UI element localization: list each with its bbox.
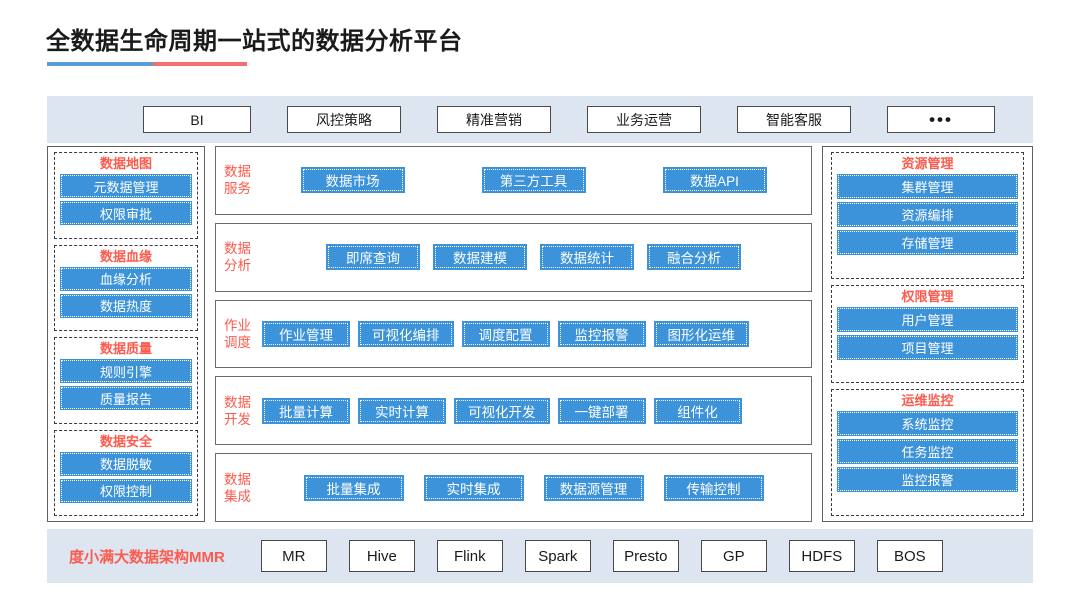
row-label-data-integration: 数据集成 — [224, 471, 251, 504]
group-title-permission-management: 权限管理 — [901, 288, 954, 304]
group-resource-management: 资源管理 集群管理 资源编排 存储管理 — [831, 152, 1024, 279]
item-rule-engine[interactable]: 规则引擎 — [60, 359, 192, 383]
group-title-data-map: 数据地图 — [99, 156, 152, 171]
app-scenario-smart-customer-service[interactable]: 智能客服 — [737, 106, 851, 133]
group-data-lineage: 数据血缘 血缘分析 数据热度 — [54, 244, 198, 331]
row-label-data-development: 数据开发 — [224, 394, 251, 427]
chip-graphical-ops[interactable]: 图形化运维 — [653, 320, 749, 347]
item-data-heat[interactable]: 数据热度 — [60, 293, 192, 318]
item-user-management[interactable]: 用户管理 — [837, 306, 1018, 332]
platform-core-area: 数据地图 元数据管理 权限审批 数据血缘 血缘分析 数据热度 数据质量 规则引擎… — [47, 146, 1033, 522]
item-lineage-analysis[interactable]: 血缘分析 — [60, 266, 192, 291]
center-capability-column: 数据服务 数据市场 第三方工具 数据API 数据分析 即席查询 数据建模 数据统… — [215, 146, 812, 522]
group-items-data-quality: 规则引擎 质量报告 — [60, 359, 192, 418]
title-underline — [47, 62, 247, 66]
row-label-data-analysis: 数据分析 — [224, 241, 251, 274]
chip-transfer-control[interactable]: 传输控制 — [663, 474, 764, 501]
group-title-data-quality: 数据质量 — [99, 341, 152, 356]
item-storage-management[interactable]: 存储管理 — [837, 230, 1018, 255]
infrastructure-label: 度小满大数据架构MMR — [69, 548, 225, 566]
application-scenarios-band: BI 风控策略 精准营销 业务运营 智能客服 ••• — [47, 96, 1033, 143]
chip-batch-integration[interactable]: 批量集成 — [303, 474, 404, 501]
group-data-security: 数据安全 数据脱敏 权限控制 — [54, 429, 198, 516]
app-scenario-more-icon[interactable]: ••• — [887, 106, 995, 133]
row-items-data-service: 数据市场 第三方工具 数据API — [262, 147, 805, 214]
group-title-data-lineage: 数据血缘 — [99, 248, 152, 264]
chip-one-click-deploy[interactable]: 一键部署 — [557, 397, 646, 424]
item-quality-report[interactable]: 质量报告 — [60, 386, 192, 410]
row-data-analysis: 数据分析 即席查询 数据建模 数据统计 融合分析 — [215, 222, 812, 292]
item-project-management[interactable]: 项目管理 — [837, 334, 1018, 360]
row-items-data-integration: 批量集成 实时集成 数据源管理 传输控制 — [262, 454, 805, 521]
app-scenario-precision-marketing[interactable]: 精准营销 — [437, 106, 551, 133]
row-label-data-service: 数据服务 — [224, 164, 251, 197]
chip-visual-orchestration[interactable]: 可视化编排 — [358, 320, 454, 347]
tech-bos[interactable]: BOS — [876, 540, 943, 572]
underline-blue-segment — [47, 62, 153, 66]
row-data-development: 数据开发 批量计算 实时计算 可视化开发 一键部署 组件化 — [215, 376, 812, 446]
chip-fusion-analysis[interactable]: 融合分析 — [647, 244, 741, 271]
chip-visual-development[interactable]: 可视化开发 — [454, 397, 550, 424]
row-items-data-analysis: 即席查询 数据建模 数据统计 融合分析 — [262, 224, 805, 291]
chip-job-management[interactable]: 作业管理 — [262, 320, 350, 347]
item-permission-approval[interactable]: 权限审批 — [60, 201, 192, 225]
tech-hive[interactable]: Hive — [348, 540, 415, 572]
chip-third-party-tools[interactable]: 第三方工具 — [481, 167, 586, 194]
chip-realtime-integration[interactable]: 实时集成 — [423, 474, 524, 501]
app-scenario-risk-control[interactable]: 风控策略 — [287, 106, 401, 133]
item-cluster-management[interactable]: 集群管理 — [837, 174, 1018, 199]
item-system-monitoring[interactable]: 系统监控 — [837, 411, 1018, 437]
chip-batch-compute[interactable]: 批量计算 — [262, 397, 350, 424]
group-items-ops-monitoring: 系统监控 任务监控 监控报警 — [837, 411, 1018, 510]
group-items-data-security: 数据脱敏 权限控制 — [60, 451, 192, 511]
chip-adhoc-query[interactable]: 即席查询 — [326, 244, 420, 271]
group-data-map: 数据地图 元数据管理 权限审批 — [54, 152, 198, 239]
group-data-quality: 数据质量 规则引擎 质量报告 — [54, 337, 198, 424]
row-label-job-scheduling: 作业调度 — [224, 317, 251, 350]
right-management-column: 资源管理 集群管理 资源编排 存储管理 权限管理 用户管理 项目管理 运维监控 … — [822, 146, 1033, 522]
chip-data-market[interactable]: 数据市场 — [300, 167, 405, 194]
item-monitoring-alarm[interactable]: 监控报警 — [837, 467, 1018, 493]
tech-hdfs[interactable]: HDFS — [788, 540, 855, 572]
tech-flink[interactable]: Flink — [436, 540, 503, 572]
application-scenarios-list: BI 风控策略 精准营销 业务运营 智能客服 ••• — [47, 106, 1033, 133]
chip-datasource-management[interactable]: 数据源管理 — [543, 474, 644, 501]
row-data-integration: 数据集成 批量集成 实时集成 数据源管理 传输控制 — [215, 453, 812, 522]
group-title-ops-monitoring: 运维监控 — [901, 393, 954, 409]
chip-componentization[interactable]: 组件化 — [653, 397, 742, 424]
group-title-resource-management: 资源管理 — [901, 156, 954, 171]
chip-data-statistics[interactable]: 数据统计 — [540, 244, 634, 271]
left-governance-column: 数据地图 元数据管理 权限审批 数据血缘 血缘分析 数据热度 数据质量 规则引擎… — [47, 146, 205, 522]
item-resource-orchestration[interactable]: 资源编排 — [837, 202, 1018, 227]
group-items-data-map: 元数据管理 权限审批 — [60, 174, 192, 233]
chip-data-api[interactable]: 数据API — [662, 167, 767, 194]
page-title: 全数据生命周期一站式的数据分析平台 — [46, 28, 463, 55]
app-scenario-bi[interactable]: BI — [143, 106, 251, 133]
tech-presto[interactable]: Presto — [612, 540, 679, 572]
row-data-service: 数据服务 数据市场 第三方工具 数据API — [215, 146, 812, 215]
group-permission-management: 权限管理 用户管理 项目管理 — [831, 284, 1024, 384]
group-ops-monitoring: 运维监控 系统监控 任务监控 监控报警 — [831, 389, 1024, 517]
item-task-monitoring[interactable]: 任务监控 — [837, 439, 1018, 465]
chip-realtime-compute[interactable]: 实时计算 — [358, 397, 446, 424]
row-items-job-scheduling: 作业管理 可视化编排 调度配置 监控报警 图形化运维 — [262, 301, 805, 368]
group-items-data-lineage: 血缘分析 数据热度 — [60, 266, 192, 326]
underline-red-segment — [153, 62, 247, 66]
chip-monitoring-alarm[interactable]: 监控报警 — [557, 320, 646, 347]
group-items-resource-management: 集群管理 资源编排 存储管理 — [837, 174, 1018, 273]
row-job-scheduling: 作业调度 作业管理 可视化编排 调度配置 监控报警 图形化运维 — [215, 299, 812, 369]
tech-mr[interactable]: MR — [260, 540, 327, 572]
tech-gp[interactable]: GP — [700, 540, 767, 572]
item-permission-control[interactable]: 权限控制 — [60, 478, 192, 503]
infrastructure-band: 度小满大数据架构MMR MR Hive Flink Spark Presto G… — [47, 529, 1033, 583]
row-items-data-development: 批量计算 实时计算 可视化开发 一键部署 组件化 — [262, 377, 805, 444]
group-title-data-security: 数据安全 — [99, 433, 152, 449]
group-items-permission-management: 用户管理 项目管理 — [837, 306, 1018, 378]
app-scenario-business-operations[interactable]: 业务运营 — [587, 106, 701, 133]
item-metadata-management[interactable]: 元数据管理 — [60, 174, 192, 198]
item-data-masking[interactable]: 数据脱敏 — [60, 451, 192, 476]
chip-data-modeling[interactable]: 数据建模 — [433, 244, 527, 271]
chip-schedule-config[interactable]: 调度配置 — [461, 320, 550, 347]
tech-spark[interactable]: Spark — [524, 540, 591, 572]
